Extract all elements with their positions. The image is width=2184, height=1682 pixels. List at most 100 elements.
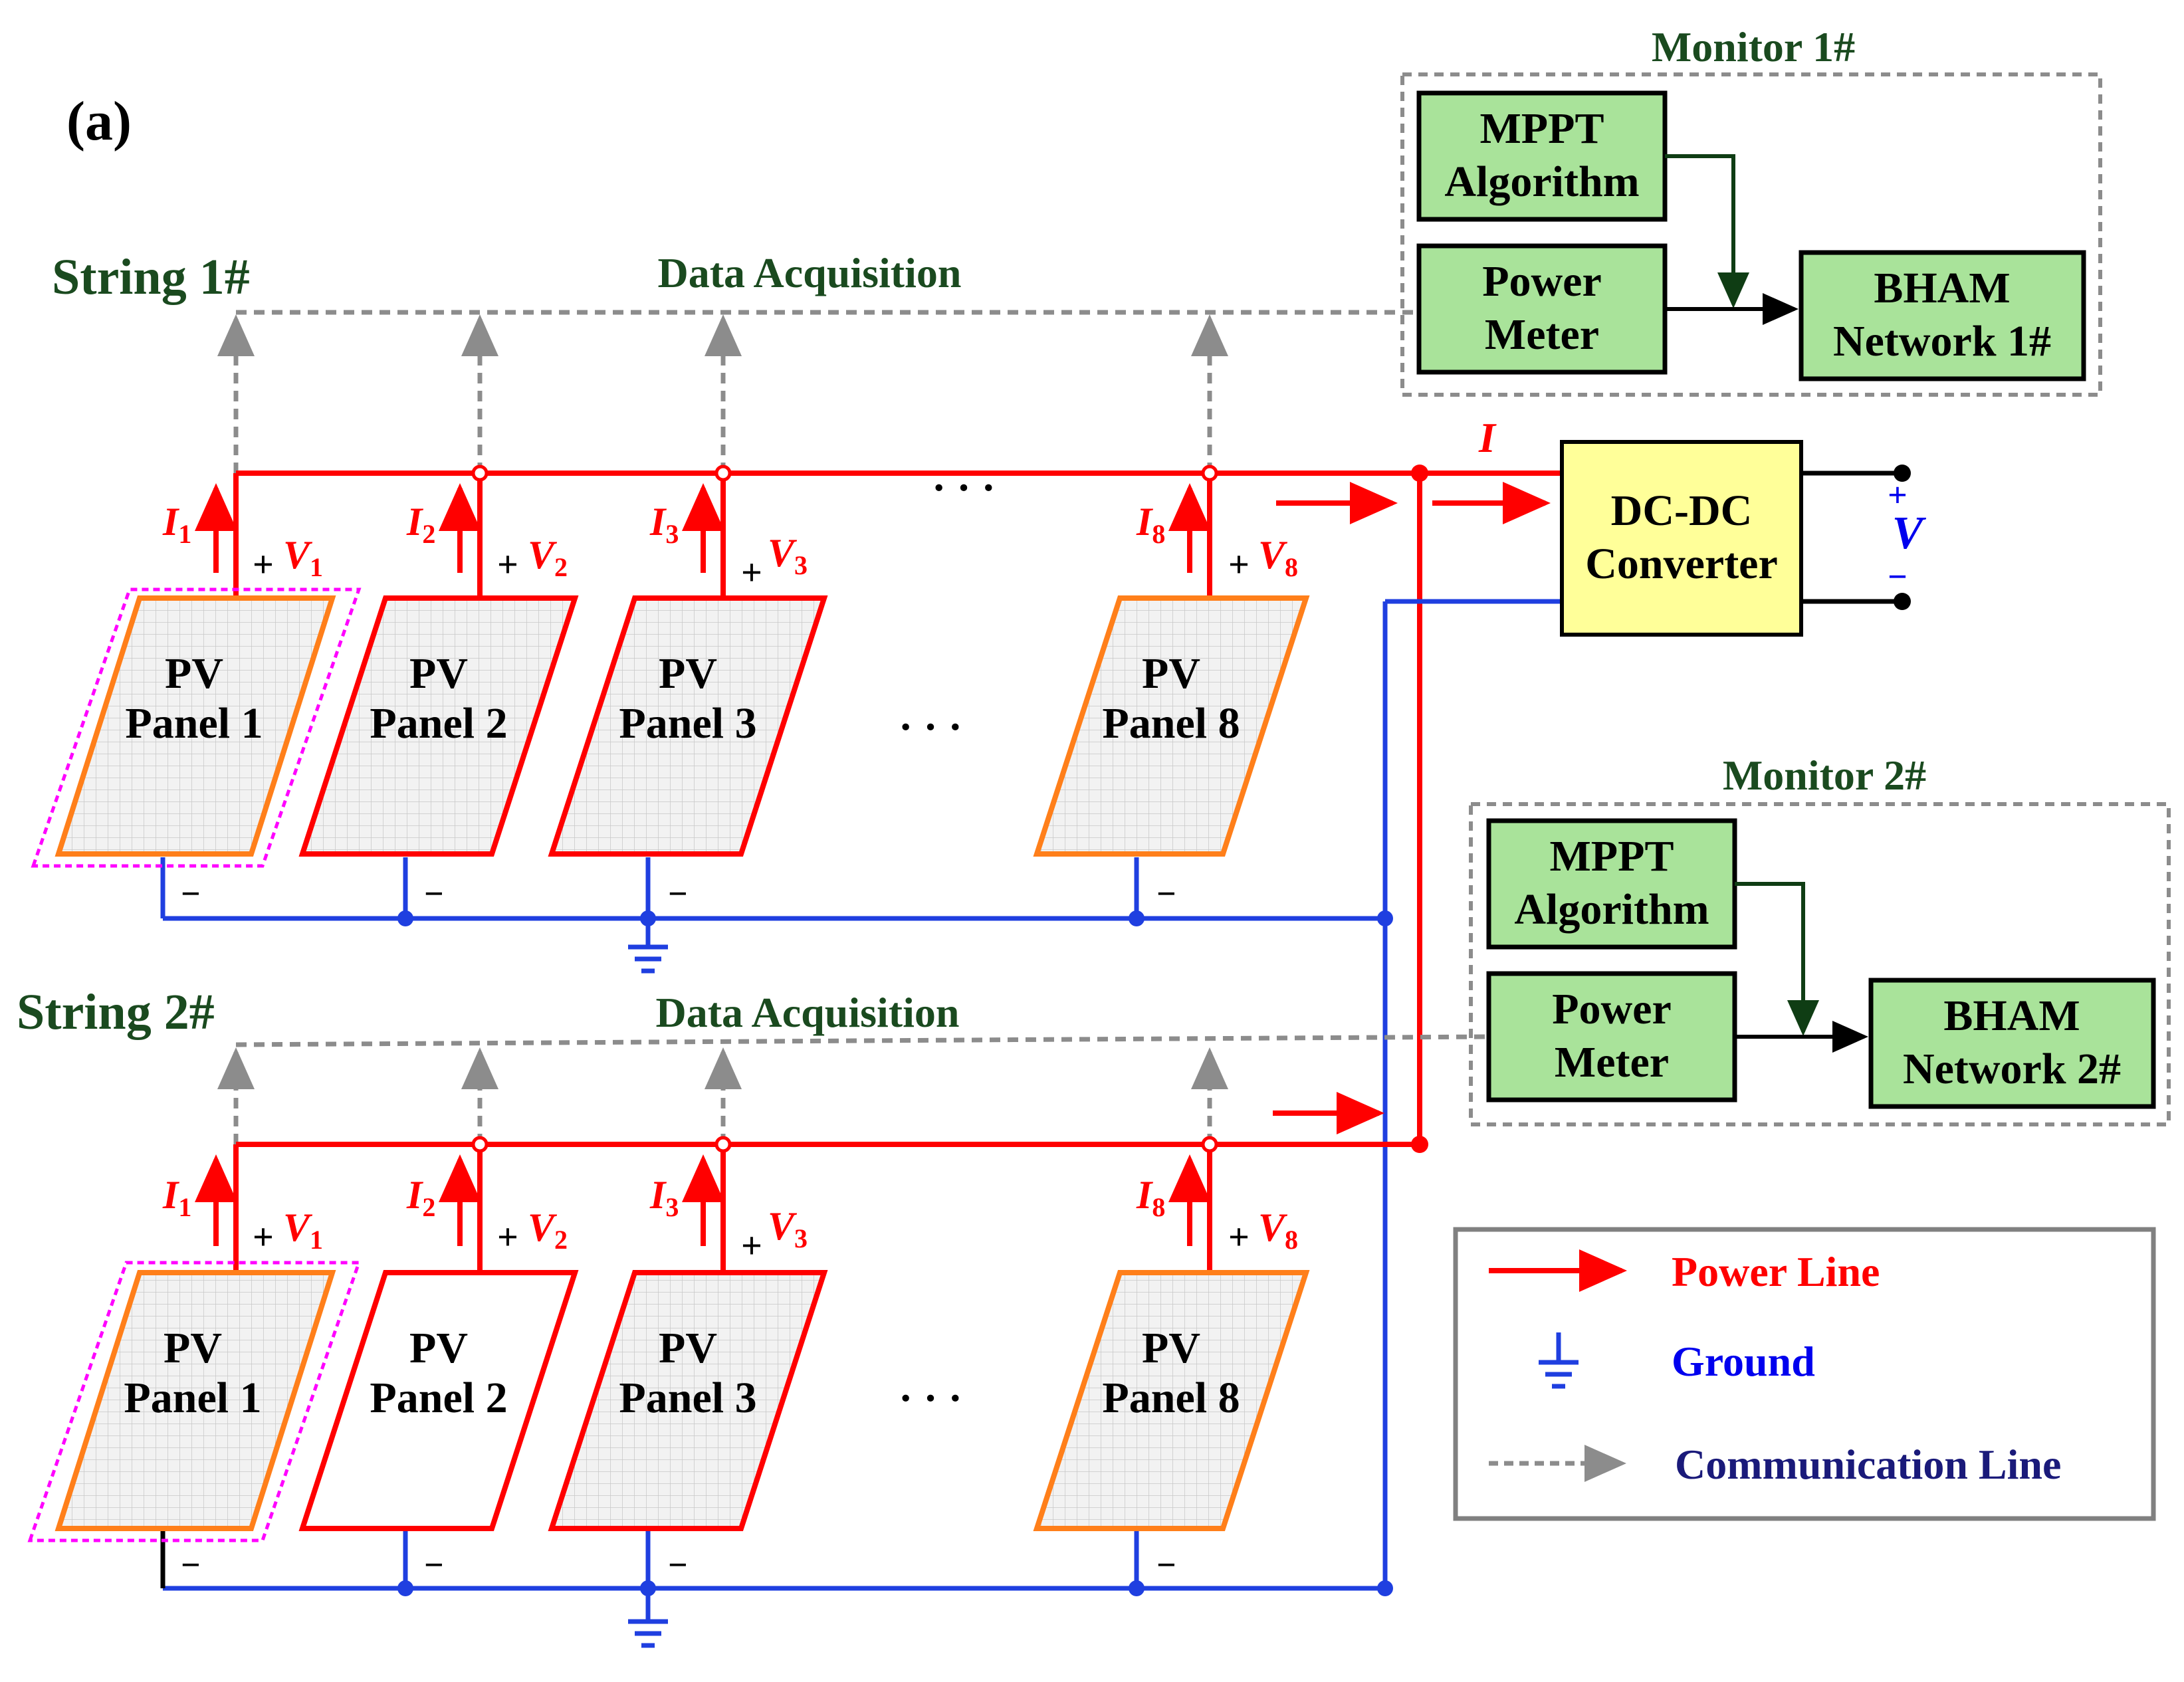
string-2-title: String 2# bbox=[17, 984, 215, 1040]
pv-panel-2-8-voltage: V8 bbox=[1258, 1206, 1298, 1255]
monitor-1-mppt-line1: MPPT bbox=[1480, 104, 1604, 153]
monitor-1-bham-block: BHAM Network 1# bbox=[1799, 250, 2086, 381]
output-plus: + bbox=[1888, 476, 1908, 514]
output-voltage: V bbox=[1892, 508, 1927, 559]
pv-panel-2-3-plus: + bbox=[741, 1225, 762, 1267]
ellipsis-mid-1: · · · bbox=[899, 703, 962, 750]
monitor-2-title: Monitor 2# bbox=[1723, 752, 1926, 799]
pv-panel-1-3-minus: − bbox=[668, 875, 688, 913]
pv-panel-2-8-current: I8 bbox=[1136, 1173, 1165, 1222]
pv-panel-1-3-plus: + bbox=[741, 552, 762, 593]
pv-panel-1-1-minus: − bbox=[181, 875, 201, 913]
ground-junctions-2 bbox=[397, 1580, 1393, 1596]
pv-panel-1-1-line2: Panel 1 bbox=[125, 699, 263, 748]
output-minus: − bbox=[1888, 558, 1908, 596]
pv-panel-2-2-voltage: V2 bbox=[528, 1206, 568, 1255]
monitor-2-mppt-line2: Algorithm bbox=[1514, 885, 1709, 934]
pv-panel-2-8-minus: − bbox=[1156, 1546, 1176, 1584]
pv-panel-2-2-minus: − bbox=[424, 1546, 444, 1584]
pv-panel-2-3-line1: PV bbox=[659, 1324, 717, 1372]
converter-line1: DC-DC bbox=[1611, 486, 1753, 535]
monitor-1-bham-line2: Network 1# bbox=[1833, 317, 2051, 366]
power-junctions-1 bbox=[471, 465, 1218, 482]
pv-panel-2-1-minus: − bbox=[181, 1546, 201, 1584]
pv-panel-1-1-voltage: V1 bbox=[283, 533, 323, 582]
pv-panel-1-1-line1: PV bbox=[165, 649, 223, 698]
legend-ground-label: Ground bbox=[1672, 1338, 1815, 1385]
pv-panel-1-3-current: I3 bbox=[649, 500, 679, 549]
pv-panel-2-1: PV Panel 1 − + V1 I1 bbox=[27, 1173, 362, 1584]
ground-bus-1 bbox=[160, 857, 1385, 974]
pv-panel-1-2: PV Panel 2 − + V2 I2 bbox=[298, 500, 579, 913]
monitor-1-title: Monitor 1# bbox=[1652, 23, 1855, 70]
monitor-1-meter-line2: Meter bbox=[1485, 310, 1599, 359]
monitor-2: Monitor 2# MPPT Algorithm Power Meter BH… bbox=[1469, 752, 2171, 1126]
legend-ground-icon bbox=[1539, 1332, 1579, 1389]
pv-panel-1-2-voltage: V2 bbox=[528, 533, 568, 582]
pv-panel-2-8-line1: PV bbox=[1142, 1324, 1200, 1372]
legend: Power Line Ground Communication Line bbox=[1453, 1227, 2156, 1521]
pv-panel-1-2-line2: Panel 2 bbox=[370, 699, 507, 748]
ellipsis-top-1: · · · bbox=[932, 464, 996, 511]
pv-panel-2-2-line2: Panel 2 bbox=[370, 1374, 507, 1422]
string-1-data-acquisition: Data Acquisition bbox=[658, 249, 962, 296]
pv-panel-2-2-current: I2 bbox=[406, 1173, 435, 1222]
string-2: String 2# Data Acquisition bbox=[17, 984, 1489, 1648]
pv-panel-2-8-plus: + bbox=[1228, 1217, 1250, 1258]
converter-line2: Converter bbox=[1585, 540, 1778, 588]
pv-panel-2-1-line1: PV bbox=[164, 1324, 222, 1372]
pv-panel-1-8: PV Panel 8 − + V8 I8 bbox=[1033, 500, 1310, 913]
pv-panel-1-1-current: I1 bbox=[162, 500, 191, 549]
pv-panel-1-8-current: I8 bbox=[1136, 500, 1165, 549]
output-terminal-minus bbox=[1894, 593, 1911, 610]
dc-dc-converter: DC-DC Converter bbox=[1560, 440, 1803, 637]
pv-panel-1-8-plus: + bbox=[1228, 544, 1250, 585]
current-arrows-2 bbox=[195, 1092, 1384, 1246]
pv-panel-2-2: PV Panel 2 − + V2 I2 bbox=[298, 1173, 579, 1584]
monitor-2-bham-line1: BHAM bbox=[1943, 992, 2080, 1040]
monitor-1-mppt-block: MPPT Algorithm bbox=[1416, 90, 1668, 222]
pv-panel-2-1-current: I1 bbox=[162, 1173, 191, 1222]
monitor-1-meter-block: Power Meter bbox=[1416, 243, 1668, 375]
monitor-2-bham-line2: Network 2# bbox=[1903, 1045, 2121, 1093]
pv-panel-2-8-line2: Panel 8 bbox=[1102, 1374, 1240, 1422]
pv-panel-1-1: PV Panel 1 − + V1 I1 bbox=[31, 500, 362, 913]
pv-panel-1-2-plus: + bbox=[497, 544, 518, 585]
monitor-1-mppt-line2: Algorithm bbox=[1444, 158, 1639, 206]
pv-panel-1-3: PV Panel 3 − + V3 I3 bbox=[548, 500, 828, 913]
bus-current-label: I bbox=[1478, 414, 1497, 461]
monitor-2-meter-line1: Power bbox=[1552, 985, 1672, 1033]
pv-panel-2-3: PV Panel 3 − + V3 I3 bbox=[548, 1173, 828, 1584]
string-1: String 1# Data Acquisition bbox=[31, 249, 1562, 974]
monitor-2-mppt-block: MPPT Algorithm bbox=[1486, 818, 1737, 950]
monitor-1: Monitor 1# MPPT Algorithm Power Meter BH… bbox=[1400, 23, 2102, 397]
monitor-2-meter-line2: Meter bbox=[1555, 1038, 1669, 1087]
monitor-2-meter-block: Power Meter bbox=[1486, 971, 1737, 1103]
pv-panel-1-8-voltage: V8 bbox=[1258, 533, 1298, 582]
pv-panel-1-3-line2: Panel 3 bbox=[619, 699, 756, 748]
communication-lines-1 bbox=[217, 310, 1422, 473]
pv-panel-2-3-voltage: V3 bbox=[768, 1204, 808, 1253]
pv-panel-1-2-line1: PV bbox=[409, 649, 468, 698]
pv-panel-1-8-line2: Panel 8 bbox=[1102, 699, 1240, 748]
pv-panel-1-1-plus: + bbox=[253, 544, 274, 585]
ellipsis-mid-2: · · · bbox=[899, 1374, 962, 1421]
power-junctions-2 bbox=[471, 1136, 1218, 1153]
ground-junctions-1 bbox=[397, 910, 1393, 926]
string-2-data-acquisition: Data Acquisition bbox=[656, 989, 960, 1036]
main-wiring bbox=[1382, 471, 1902, 1588]
monitor-2-mppt-line1: MPPT bbox=[1550, 832, 1674, 881]
pv-panel-1-2-minus: − bbox=[424, 875, 444, 913]
legend-communication-label: Communication Line bbox=[1675, 1441, 2061, 1488]
ground-bus-2 bbox=[163, 1528, 1385, 1648]
pv-panel-2-3-minus: − bbox=[668, 1546, 688, 1584]
legend-power-line-label: Power Line bbox=[1672, 1248, 1880, 1295]
output-terminal-plus bbox=[1894, 465, 1911, 482]
pv-panel-1-8-minus: − bbox=[1156, 875, 1176, 913]
pv-panel-2-3-current: I3 bbox=[649, 1173, 679, 1222]
monitor-1-bham-line1: BHAM bbox=[1874, 264, 2010, 312]
monitor-2-bham-block: BHAM Network 2# bbox=[1868, 978, 2156, 1109]
pv-panel-2-8: PV Panel 8 − + V8 I8 bbox=[1033, 1173, 1310, 1584]
